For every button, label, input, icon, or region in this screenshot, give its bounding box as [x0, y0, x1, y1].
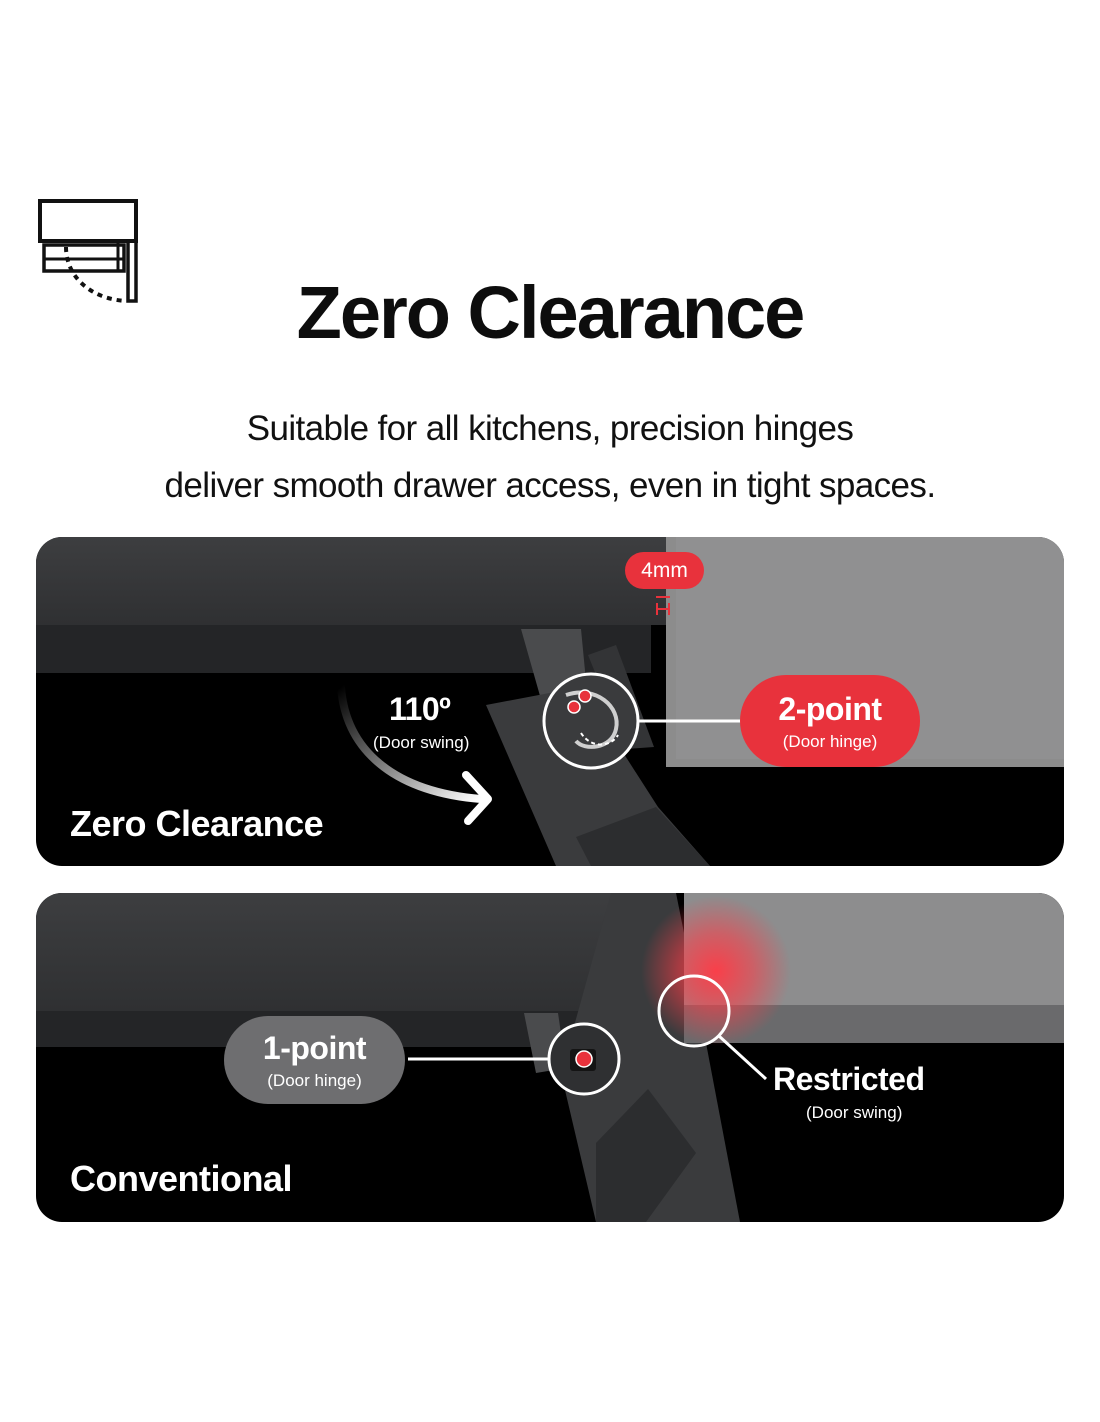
- two-point-hinge-caption: (Door hinge): [782, 731, 878, 751]
- page-subtitle: Suitable for all kitchens, precision hin…: [0, 400, 1100, 514]
- drawer-swing-icon: [38, 199, 138, 303]
- one-point-hinge-caption: (Door hinge): [267, 1070, 362, 1090]
- two-point-hinge-title: 2-point: [778, 690, 882, 727]
- panel-label-zero-clearance: Zero Clearance: [70, 803, 324, 844]
- conventional-panel: 1-point (Door hinge) Restricted (Door sw…: [36, 893, 1064, 1222]
- subtitle-line-1: Suitable for all kitchens, precision hin…: [246, 409, 854, 448]
- page-title: Zero Clearance: [296, 271, 806, 354]
- swing-angle-caption: (Door swing): [373, 733, 470, 752]
- subtitle-line-2: deliver smooth drawer access, even in ti…: [164, 466, 937, 505]
- one-point-hinge-title: 1-point: [262, 1029, 367, 1066]
- one-point-hinge-pill: 1-point (Door hinge): [224, 1016, 405, 1104]
- two-point-hinge-pill: 2-point (Door hinge): [740, 675, 920, 767]
- zero-clearance-panel: 4mm 110º (Door swing) 2-point (Door hing…: [36, 537, 1064, 866]
- panel-label-conventional: Conventional: [70, 1158, 293, 1199]
- restricted-caption: (Door swing): [806, 1103, 903, 1122]
- swing-angle-value: 110º: [389, 691, 451, 727]
- gap-badge: 4mm: [625, 552, 704, 589]
- restricted-title: Restricted: [773, 1061, 925, 1097]
